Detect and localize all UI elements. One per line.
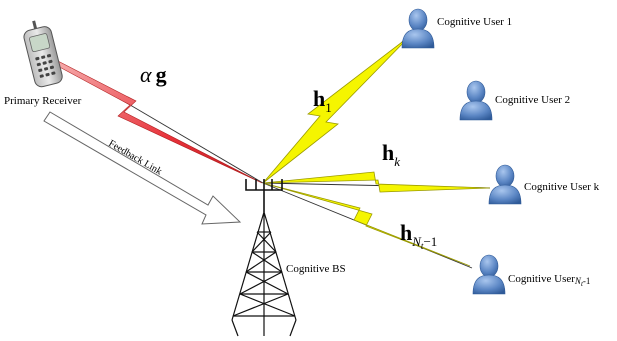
cognitive-bs-label: Cognitive BS <box>286 263 346 275</box>
user-2-label: Cognitive User 2 <box>495 94 570 106</box>
primary-receiver-label: Primary Receiver <box>4 95 82 107</box>
h1-label: h1 <box>313 86 332 115</box>
user-k-label: Cognitive User k <box>524 181 600 193</box>
person-icon <box>488 164 522 205</box>
mobile-phone-icon <box>23 20 63 88</box>
antenna-tower-icon <box>231 179 297 337</box>
hN-label: hNt−1 <box>400 220 437 251</box>
user-1-label: Cognitive User 1 <box>437 16 512 28</box>
person-icon <box>401 8 435 49</box>
channel-bolt-hk <box>262 171 491 193</box>
hk-label: hk <box>382 140 400 169</box>
user-last-label: Cognitive UserNt-1 <box>508 273 590 288</box>
feedback-link-arrow: Feedback Link <box>43 111 242 225</box>
person-icon <box>472 254 506 295</box>
channel-bolt-hN <box>262 182 471 267</box>
person-icon <box>459 80 493 121</box>
interference-bolt <box>51 57 263 184</box>
